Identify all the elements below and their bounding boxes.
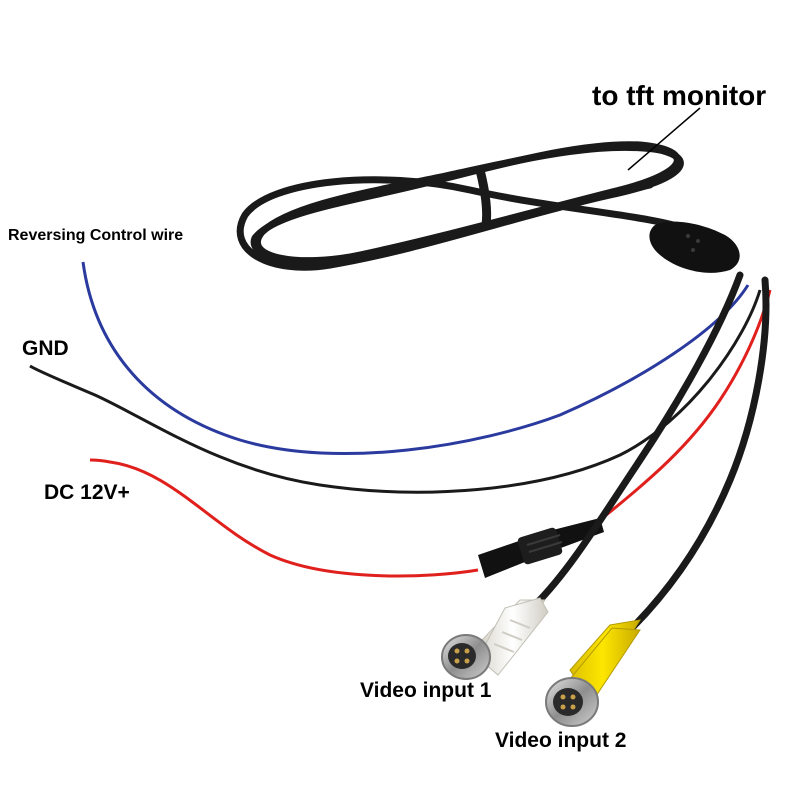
yellow-connector bbox=[545, 619, 642, 727]
label-dc-12v: DC 12V+ bbox=[44, 481, 130, 504]
label-reversing-control-wire: Reversing Control wire bbox=[8, 227, 184, 244]
label-gnd: GND bbox=[22, 337, 69, 360]
blue-reversing-wire bbox=[81, 261, 750, 456]
label-video-input-1: Video input 1 bbox=[360, 679, 492, 702]
tft-leader-line bbox=[627, 107, 701, 171]
label-to-tft-monitor: to tft monitor bbox=[592, 80, 767, 111]
black-gnd-wire bbox=[29, 289, 762, 494]
red-dc-wire bbox=[599, 289, 772, 522]
red-dc-wire-lead bbox=[89, 458, 479, 578]
video-cable-2 bbox=[626, 276, 770, 634]
video-cable-1 bbox=[531, 271, 744, 609]
label-video-input-2: Video input 2 bbox=[495, 729, 627, 752]
coiled-monitor-cable bbox=[236, 141, 694, 271]
white-connector bbox=[441, 597, 549, 680]
cable-splitter bbox=[649, 221, 740, 273]
inline-fuse-holder bbox=[478, 518, 604, 578]
